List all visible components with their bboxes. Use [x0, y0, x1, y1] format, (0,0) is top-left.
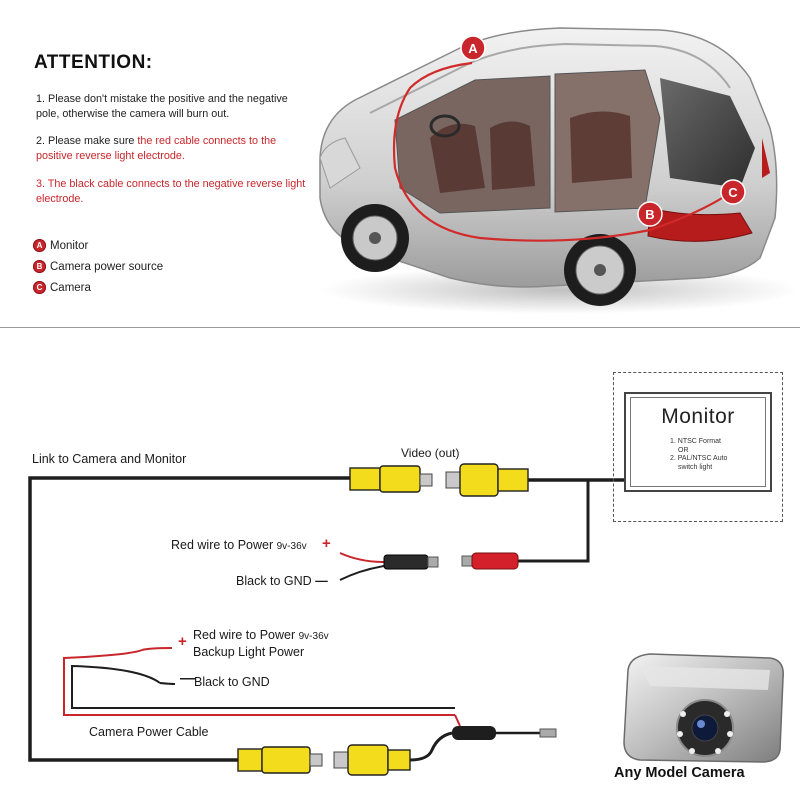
camera-minus-sign: —: [180, 670, 195, 687]
camera-red-wire-voltage: 9v-36v: [298, 631, 329, 642]
rca-connector-icon: [349, 465, 433, 493]
marker-a: A: [460, 35, 486, 61]
monitor-specs: 1. NTSC Format OR 2. PAL/NTSC Auto switc…: [670, 438, 727, 472]
camera-black-wire-label: Black to GND: [194, 675, 270, 689]
camera-label: Any Model Camera: [614, 765, 745, 781]
attention-note-2-red: the red cable connects to the positive r…: [36, 135, 277, 162]
power-minus-sign: —: [315, 574, 328, 588]
dc-plug-icon: [383, 554, 439, 570]
rca-connector-icon: [445, 463, 529, 497]
legend-badge-b: B: [33, 260, 46, 273]
attention-note-1: 1. Please don't mistake the positive and…: [36, 93, 288, 120]
wiring-diagram: [28, 463, 784, 776]
camera-power-black-wire: [71, 664, 455, 709]
svg-text:C: C: [728, 185, 738, 200]
marker-c: C: [720, 179, 746, 205]
legend-badge-c: C: [33, 281, 46, 294]
camera-power-cable-label: Camera Power Cable: [89, 725, 209, 739]
backup-light-label: Backup Light Power: [193, 645, 305, 659]
power-black-wire-label: Black to GND —: [236, 574, 328, 588]
monitor-box: [624, 392, 772, 492]
car-illustration: A B C: [319, 27, 795, 314]
rca-connector-icon: [237, 746, 323, 774]
video-out-label: Video (out): [401, 446, 460, 460]
monitor-title: Monitor: [661, 405, 735, 428]
legend-label-camera: Camera: [50, 281, 91, 294]
camera-icon: [623, 653, 784, 763]
dc-plug-icon: [461, 552, 519, 570]
marker-b: B: [637, 201, 663, 227]
legend-label-power-source: Camera power source: [50, 260, 164, 273]
monitor-spec-2a: 2. PAL/NTSC Auto: [670, 455, 728, 463]
main-wire-loop: [28, 476, 350, 762]
power-red-wire-label: Red wire to Power 9v-36v: [171, 538, 307, 552]
section-divider: [0, 327, 800, 328]
legend-item-camera: C Camera: [33, 281, 91, 294]
legend-item-power-source: B Camera power source: [33, 260, 163, 273]
attention-title: ATTENTION:: [34, 52, 153, 73]
monitor-power-wire: [518, 480, 590, 563]
legend-item-monitor: A Monitor: [33, 239, 88, 252]
power-red-wire-voltage: 9v-36v: [276, 541, 307, 552]
monitor-spec-or: OR: [678, 446, 689, 454]
attention-note-2: 2. Please make sure the red cable connec…: [36, 134, 306, 164]
attention-note-2-prefix: 2. Please make sure: [36, 135, 138, 147]
legend-label-monitor: Monitor: [50, 239, 89, 252]
monitor-spec-1: 1. NTSC Format: [670, 438, 721, 445]
rca-connector-icon: [333, 744, 411, 776]
monitor-spec-2b: switch light: [678, 463, 713, 471]
camera-red-wire-label: Red wire to Power 9v-36v: [193, 628, 329, 642]
svg-text:A: A: [468, 41, 478, 56]
legend-badge-a: A: [33, 239, 46, 252]
monitor-screen: [630, 397, 766, 487]
camera-power-red-wire: [63, 649, 455, 716]
power-black-wire-text: Black to GND: [236, 574, 316, 588]
attention-note-3-red: 3. The black cable connects to the negat…: [36, 178, 306, 205]
cable-junction: [452, 726, 496, 740]
power-red-wire-text: Red wire to Power: [171, 538, 277, 552]
camera-red-wire-text: Red wire to Power: [193, 628, 299, 642]
svg-text:B: B: [645, 207, 654, 222]
camera-plus-sign: +: [178, 633, 187, 650]
monitor-dashed-frame: [613, 372, 783, 522]
attention-note-3: 3. The black cable connects to the negat…: [36, 177, 306, 207]
power-plus-sign: +: [322, 535, 331, 552]
link-label: Link to Camera and Monitor: [32, 452, 187, 466]
